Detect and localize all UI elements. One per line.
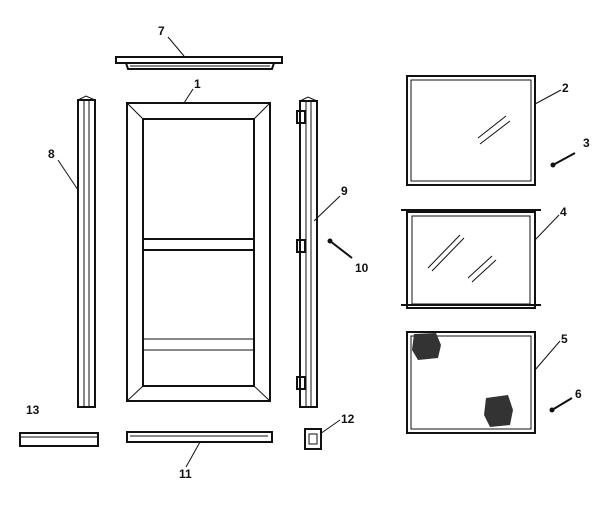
callout-9: 9 [341, 184, 348, 198]
callout-5: 5 [561, 332, 568, 346]
part-7-top-rail [115, 56, 283, 70]
callout-6: 6 [575, 387, 582, 401]
leader-7 [167, 36, 185, 57]
callout-7: 7 [158, 24, 165, 38]
part-12-latch-bracket [304, 428, 322, 450]
callout-10: 10 [355, 261, 369, 275]
hinge-middle [296, 239, 306, 253]
lower-rail [142, 338, 255, 351]
callout-11: 11 [179, 467, 192, 481]
leader-1 [183, 88, 194, 104]
part-3-fastener [550, 152, 576, 168]
mid-rail [142, 238, 255, 251]
leader-5 [534, 340, 561, 371]
part-4-storm-glass-panel [401, 209, 541, 309]
part-8-left-stile [77, 95, 96, 408]
leader-12 [319, 419, 341, 435]
hinge-top [296, 110, 306, 124]
part-13-bottom-sweep [19, 432, 99, 447]
leader-2 [534, 89, 562, 105]
callout-3: 3 [583, 136, 590, 150]
leader-9 [313, 195, 341, 222]
hinge-bottom [296, 376, 306, 390]
leader-4 [534, 214, 560, 241]
callout-13: 13 [26, 403, 40, 417]
part-2-glass-panel [406, 75, 536, 186]
callout-4: 4 [560, 205, 567, 219]
callout-2: 2 [562, 81, 569, 95]
part-5-screen-panel [406, 331, 536, 434]
part-1-door-frame [126, 102, 271, 402]
leader-11 [185, 441, 201, 468]
callout-1: 1 [194, 77, 201, 91]
callout-12: 12 [341, 412, 355, 426]
leader-8 [57, 159, 79, 191]
part-9-right-stile [296, 96, 318, 408]
part-11-bottom-rail [126, 431, 273, 443]
part-10-screw [327, 238, 353, 259]
callout-8: 8 [48, 147, 55, 161]
part-6-fastener [549, 397, 573, 413]
